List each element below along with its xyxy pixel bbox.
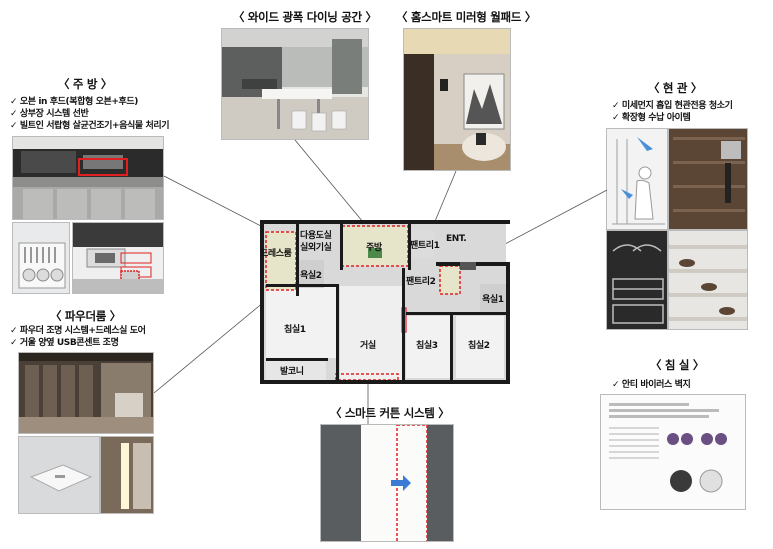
kitchen-feature-2: 상부장 시스템 선반: [10, 108, 169, 120]
room-label-kitchen: 주방: [366, 243, 382, 253]
powder-feature-2: 거울 양옆 USB콘센트 조명: [10, 337, 146, 349]
room-label-ent: ENT.: [446, 234, 467, 244]
dish-dryer-photo: [12, 222, 70, 294]
kitchen-title: 〈 주 방 〉: [58, 77, 113, 91]
kitchen-feature-1: 오븐 in 후드(복합형 오븐+후드): [10, 96, 169, 108]
vanity-light-photo: [18, 436, 100, 514]
room-label-pantry1: 팬트리1: [410, 241, 440, 251]
powder-features: 파우더 조명 시스템+드레스실 도어 거울 양옆 USB콘센트 조명: [10, 325, 146, 349]
room-label-outdoor: 실외기실: [300, 243, 332, 253]
food-disposer-photo: [72, 222, 164, 294]
room-label-dress: 드레스룸: [260, 249, 292, 259]
room-label-living: 거실: [360, 341, 376, 351]
room-label-bath2: 욕실2: [300, 271, 322, 281]
room-label-multi: 다용도실: [300, 231, 332, 241]
kitchen-photo: [12, 136, 164, 220]
room-label-bath1: 욕실1: [482, 295, 504, 305]
room-label-balcony: 발코니: [280, 367, 304, 377]
bedroom-title: 〈 침 실 〉: [650, 358, 705, 372]
mirror-usb-photo: [100, 436, 154, 514]
powder-feature-1: 파우더 조명 시스템+드레스실 도어: [10, 325, 146, 337]
shoe-cabinet-photo: [668, 128, 748, 230]
room-label-pantry2: 팬트리2: [406, 277, 436, 287]
bedroom-features: 안티 바이러스 벽지: [612, 379, 691, 391]
smart-curtain-photo: [320, 424, 454, 542]
powder-title: 〈 파우더룸 〉: [50, 309, 121, 323]
powder-room-photo: [18, 352, 154, 434]
shoe-shelf-photo: [668, 230, 748, 330]
room-label-bed3: 침실3: [416, 341, 438, 351]
wallpad-title: 〈 홈스마트 미러형 월패드 〉: [396, 10, 537, 24]
entrance-feature-2: 확장형 수납 아이템: [612, 112, 733, 124]
antivirus-wallpaper-photo: [600, 394, 746, 510]
wallpad-photo: [403, 28, 511, 171]
room-label-bed1: 침실1: [284, 325, 306, 335]
kitchen-features: 오븐 in 후드(복합형 오븐+후드) 상부장 시스템 선반 빌트인 서랍형 살…: [10, 96, 170, 132]
kitchen-feature-3: 빌트인 서랍형 살균건조기+음식물 처리기: [10, 120, 170, 132]
entrance-title: 〈 현 관 〉: [648, 81, 703, 95]
entrance-feature-1: 미세먼지 흡입 현관전용 청소기: [612, 100, 733, 112]
floor-plan: 드레스룸 다용도실 실외기실 주방 팬트리1 ENT. 욕실2 팬트리2 욕실1…: [260, 212, 510, 388]
curtain-title: 〈 스마트 커튼 시스템 〉: [330, 406, 450, 420]
dining-photo: [221, 28, 369, 140]
room-label-bed2: 침실2: [468, 341, 490, 351]
dining-title: 〈 와이드 광폭 다이닝 공간 〉: [233, 10, 377, 24]
bedroom-feature-1: 안티 바이러스 벽지: [612, 379, 691, 391]
entrance-cleaner-photo: [606, 128, 668, 230]
storage-rack-photo: [606, 230, 668, 330]
entrance-features: 미세먼지 흡입 현관전용 청소기 확장형 수납 아이템: [612, 100, 733, 124]
